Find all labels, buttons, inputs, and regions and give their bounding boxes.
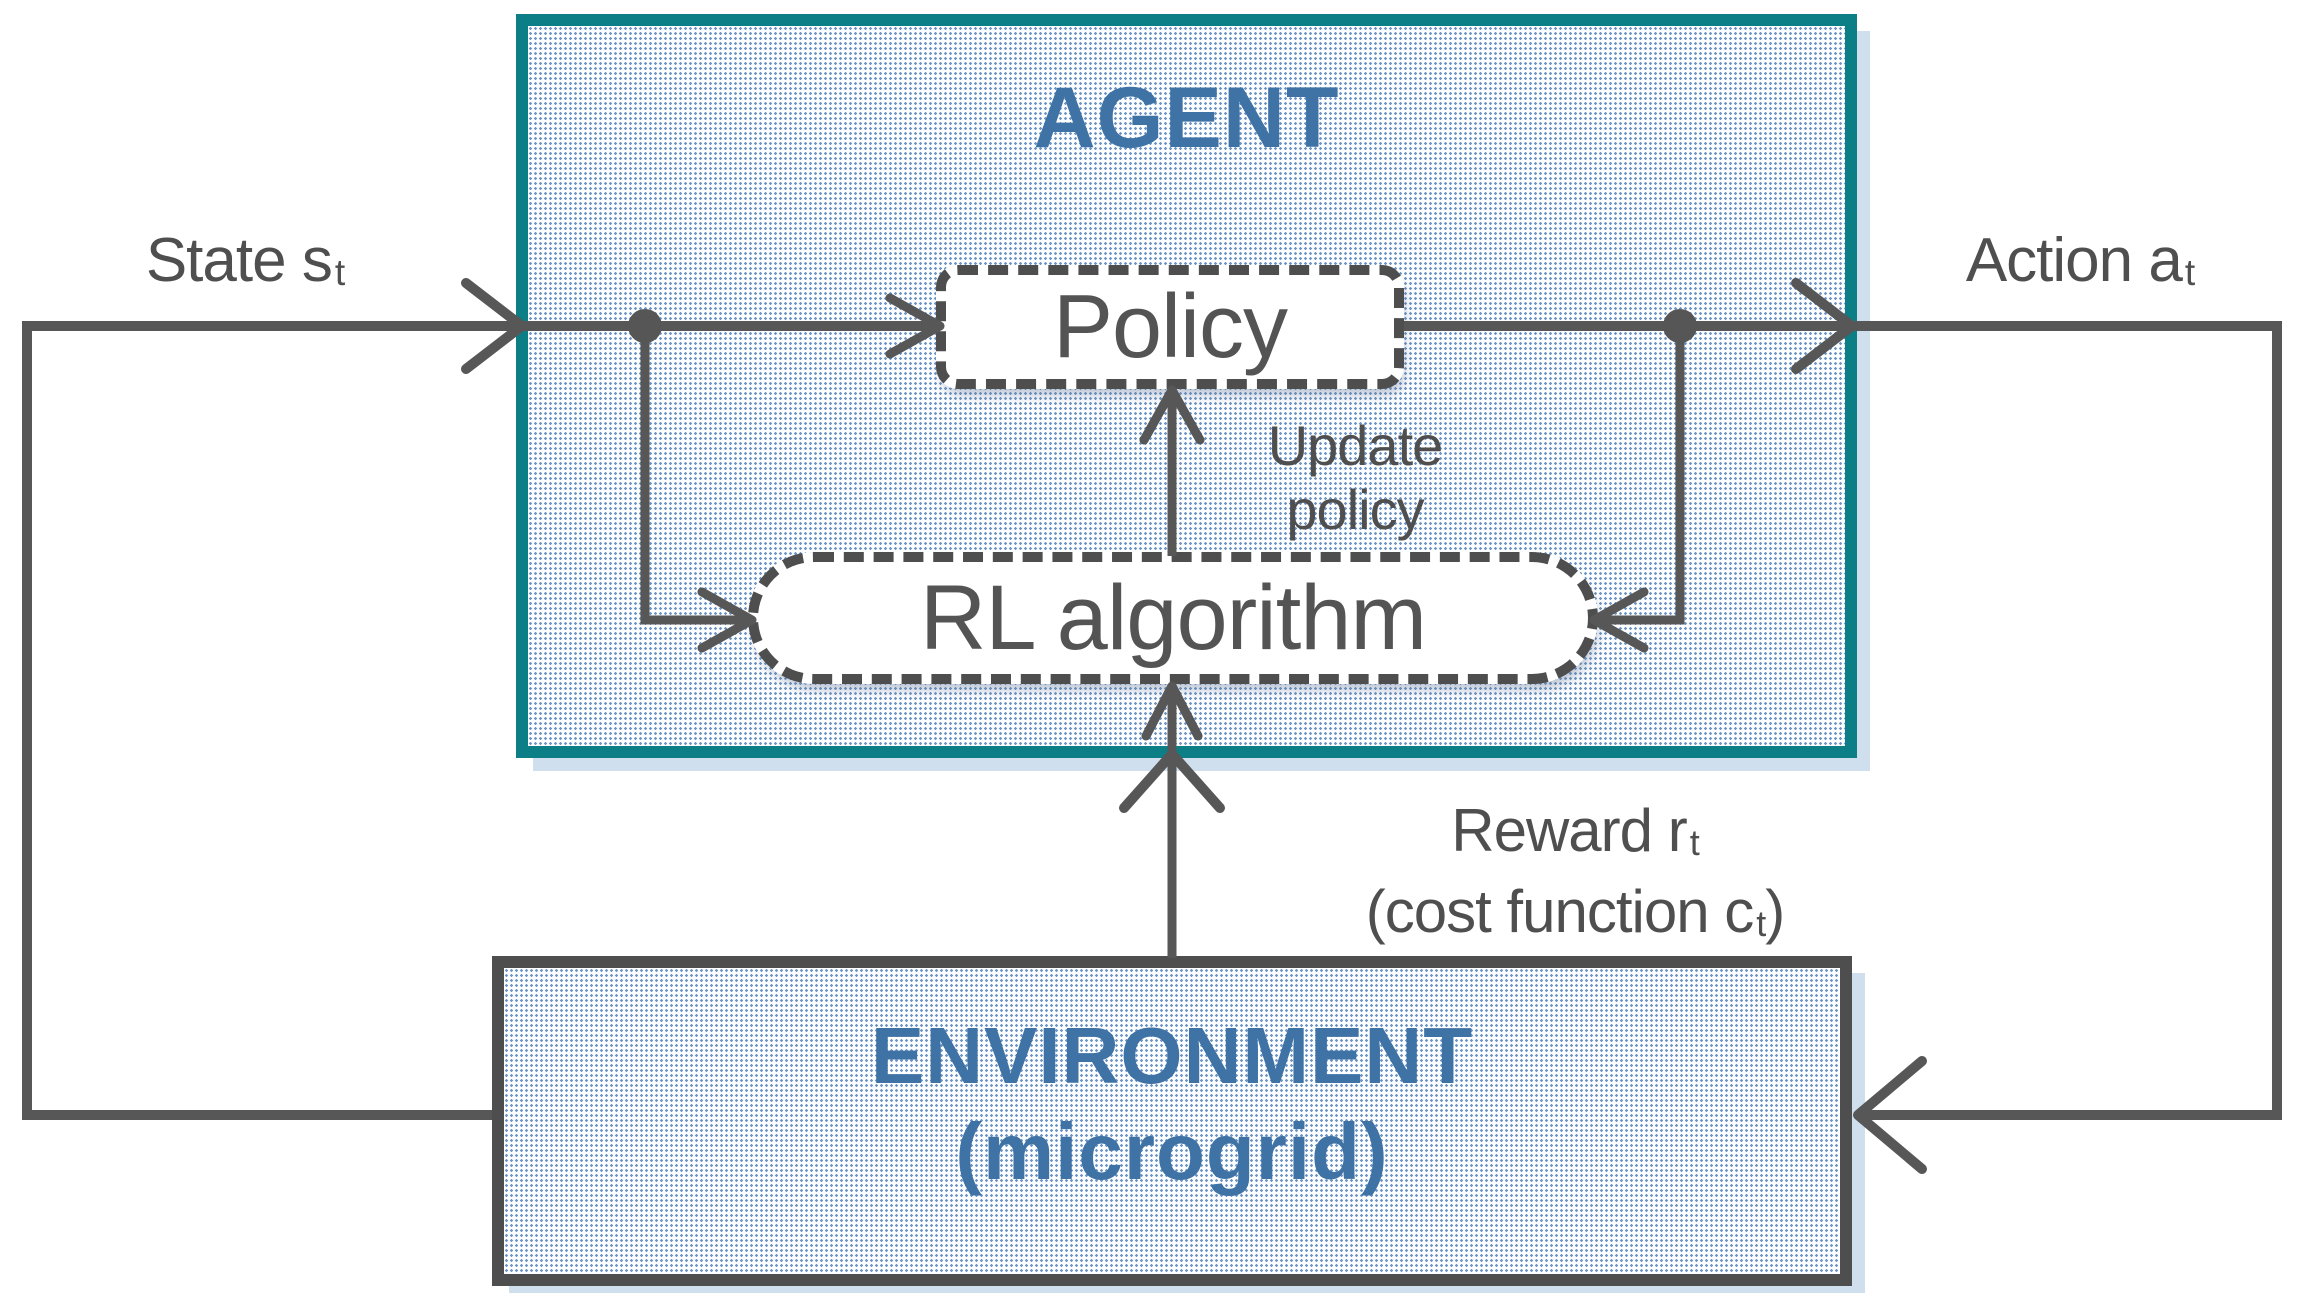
action-label-subscript: t — [2184, 250, 2195, 293]
action-junction-dot — [1663, 309, 1697, 343]
rl-algorithm-label: RL algorithm — [919, 566, 1427, 669]
state-label-subscript: t — [334, 250, 345, 293]
update-policy-label-line1: Update — [1267, 414, 1444, 477]
reward-label-line1: Reward rt — [1185, 794, 1965, 875]
update-into-policy-arrowhead — [1139, 385, 1205, 445]
reward-label-subscript: t — [1689, 821, 1700, 863]
environment-title: ENVIRONMENT (microgrid) — [492, 1008, 1852, 1200]
cost-function-close-paren: ) — [1765, 878, 1785, 945]
policy-label: Policy — [1052, 276, 1288, 377]
reward-label: Reward rt (cost function ct) — [1185, 794, 1965, 956]
agent-title: AGENT — [1033, 70, 1340, 166]
reward-label-line2: (cost function ct) — [1185, 875, 1965, 956]
action-into-rl-arrowhead — [1589, 587, 1649, 653]
update-policy-label-line2: policy — [1286, 478, 1424, 541]
state-to-rl-wire — [640, 326, 748, 625]
action-wire — [1404, 321, 2282, 1120]
reward-into-rl-arrowhead — [1141, 681, 1203, 741]
state-into-rl-arrowhead — [697, 587, 757, 653]
environment-title-line1: ENVIRONMENT — [870, 1011, 1474, 1100]
state-label: State st — [10, 228, 480, 301]
state-label-text: State s — [145, 226, 333, 295]
state-into-agent-arrowhead — [461, 278, 527, 374]
action-out-of-agent-arrowhead — [1791, 278, 1857, 374]
state-into-policy-arrowhead — [885, 293, 945, 359]
action-into-environment-arrowhead — [1853, 1056, 1927, 1174]
action-to-rl-wire — [1598, 326, 1685, 625]
cost-function-text: (cost function c — [1365, 878, 1755, 945]
policy-node: Policy — [936, 265, 1404, 389]
update-policy-label: Update policy — [1202, 414, 1508, 542]
action-label-text: Action a — [1965, 226, 2183, 295]
state-wire — [22, 321, 938, 1120]
reward-into-agent-arrowhead — [1119, 749, 1225, 813]
environment-box — [492, 956, 1852, 1286]
environment-title-line2: (microgrid) — [955, 1107, 1389, 1196]
rl-algorithm-node: RL algorithm — [748, 552, 1598, 684]
reward-label-text: Reward r — [1451, 797, 1687, 864]
state-junction-dot — [628, 309, 662, 343]
cost-function-subscript: t — [1756, 902, 1766, 944]
action-label: Action at — [1870, 228, 2290, 301]
